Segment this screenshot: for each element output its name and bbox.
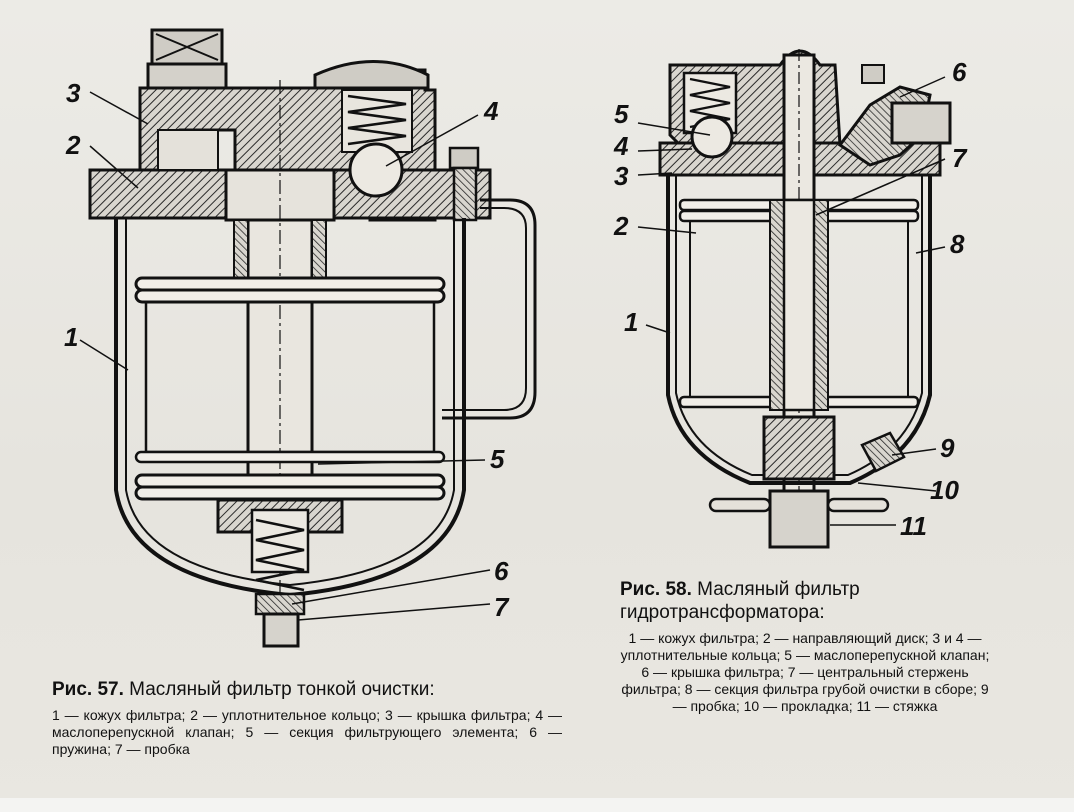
figure-58-caption: Рис. 58. Масляный фильтр гидротрансформа… bbox=[620, 578, 990, 715]
figure-58-caption-title: Рис. 58. Масляный фильтр гидротрансформа… bbox=[620, 578, 990, 624]
fig58-callout-8: 8 bbox=[950, 229, 965, 259]
fig58-callout-9: 9 bbox=[940, 433, 955, 463]
figure-58-title: Масляный фильтр гидротрансформатора: bbox=[620, 579, 860, 623]
fig57-callout-5: 5 bbox=[490, 444, 505, 474]
figure-57-oil-filter-diagram: 3 2 4 1 5 6 7 bbox=[30, 20, 590, 685]
fig57-drawing: 3 2 4 1 5 6 7 bbox=[64, 28, 537, 648]
fig57-bottom-spring bbox=[216, 498, 344, 592]
figure-57-caption: Рис. 57. Масляный фильтр тонкой очистки:… bbox=[52, 678, 562, 758]
fig57-top-nut bbox=[146, 28, 228, 90]
fig58-callout-2: 2 bbox=[613, 211, 629, 241]
figure-57-caption-title: Рис. 57. Масляный фильтр тонкой очистки: bbox=[52, 678, 562, 701]
fig58-callout-1: 1 bbox=[624, 307, 638, 337]
fig58-bottom-assembly bbox=[708, 415, 906, 549]
fig58-leader-lines bbox=[637, 76, 946, 526]
fig57-callout-1: 1 bbox=[64, 322, 78, 352]
page-bottom-edge bbox=[0, 798, 1074, 812]
fig57-bypass-valve bbox=[313, 60, 430, 198]
figure-58-legend: 1 — кожух фильтра; 2 — направляющий диск… bbox=[620, 630, 990, 714]
fig57-callout-2: 2 bbox=[65, 130, 81, 160]
fig57-callout-6: 6 bbox=[494, 556, 509, 586]
fig58-angled-fitting bbox=[837, 64, 952, 167]
fig58-callout-10: 10 bbox=[930, 475, 959, 505]
fig57-side-screw bbox=[448, 146, 480, 222]
figure-58-label: Рис. 58. bbox=[620, 579, 692, 600]
fig57-drain-plug bbox=[254, 592, 306, 648]
fig58-housing bbox=[666, 175, 932, 485]
fig58-callout-11: 11 bbox=[900, 511, 927, 541]
fig57-callout-7: 7 bbox=[494, 592, 510, 622]
fig57-leader-lines bbox=[79, 91, 491, 621]
fig58-drawing: 5 4 3 2 1 6 7 8 9 10 11 bbox=[613, 49, 968, 549]
figure-57-legend: 1 — кожух фильтра; 2 — уплотнительное ко… bbox=[52, 707, 562, 757]
figure-57-title: Масляный фильтр тонкой очистки: bbox=[129, 679, 435, 700]
figure-57-label: Рис. 57. bbox=[52, 679, 124, 700]
fig57-bypass-pipe bbox=[442, 198, 537, 420]
fig58-callout-4: 4 bbox=[613, 131, 629, 161]
fig58-callout-3: 3 bbox=[614, 161, 629, 191]
fig58-filter-section bbox=[678, 198, 920, 412]
fig57-callout-4: 4 bbox=[483, 96, 499, 126]
fig58-callout-7: 7 bbox=[952, 143, 968, 173]
fig57-callout-3: 3 bbox=[66, 78, 81, 108]
fig58-callout-6: 6 bbox=[952, 57, 967, 87]
figure-58-oil-filter-diagram: 5 4 3 2 1 6 7 8 9 10 11 bbox=[600, 25, 1040, 570]
fig57-bypass-pipe-inner bbox=[442, 207, 527, 411]
fig57-filter-element bbox=[134, 276, 446, 501]
fig58-callout-5: 5 bbox=[614, 99, 629, 129]
